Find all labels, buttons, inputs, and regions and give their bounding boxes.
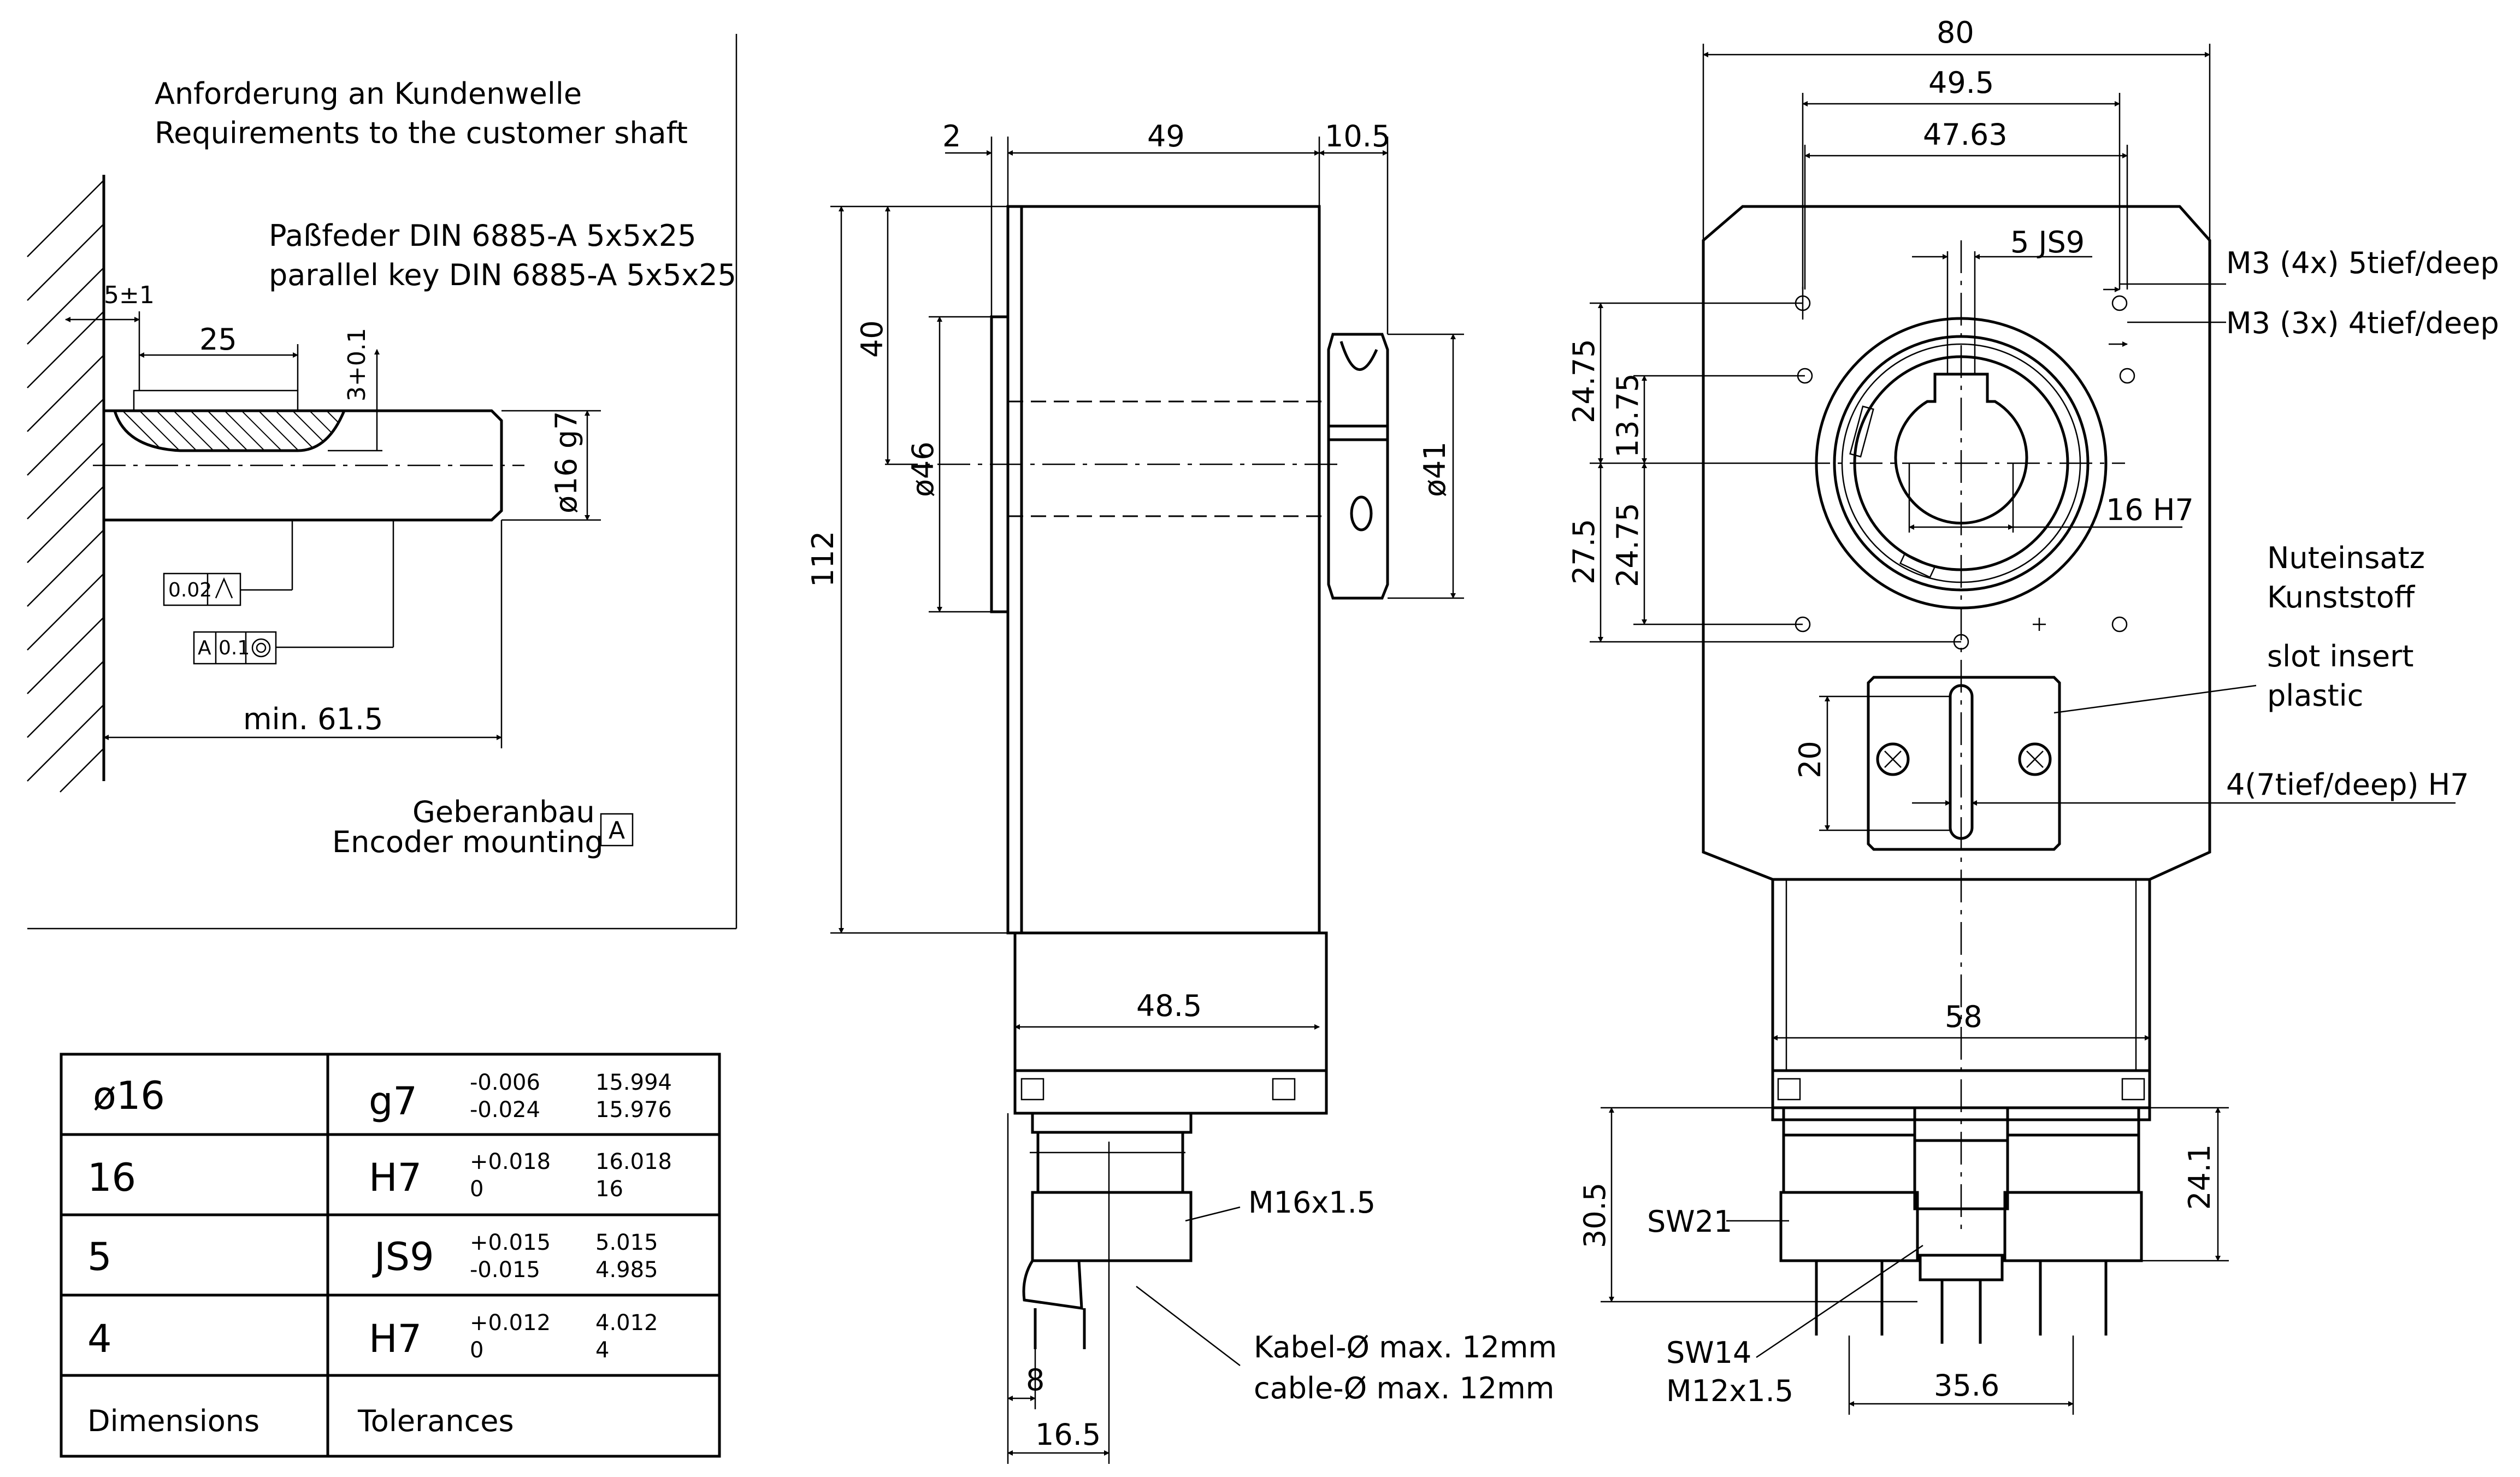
dim-24-1: 24.1 [2182,1144,2217,1210]
row-lim-upper: 16.018 [595,1149,672,1174]
customer-shaft [93,389,524,522]
concentricity-tolerance-frame: A 0.1 [193,520,394,665]
dim-16h7: 16 H7 [2106,493,2194,527]
m12-label: M12x1.5 [1666,1374,1793,1408]
cable-label-de: Kabel-Ø max. 12mm [1254,1330,1557,1364]
slot-h7-label: 4(7tief/deep) H7 [2226,767,2469,802]
shaft-title-de: Anforderung an Kundenwelle [155,76,582,111]
cable-label-en: cable-Ø max. 12mm [1254,1371,1554,1405]
dim-80: 80 [1937,15,1974,50]
table-footer-tolerances: Tolerances [357,1404,514,1438]
insert-label-de-1: Nuteinsatz [2267,541,2425,575]
side-view: 2 49 10.5 112 40 ø46 ø41 48.5 M16x1.5 Ka… [806,119,1557,1464]
row-lim-lower: 4 [595,1338,609,1363]
row-fit: g7 [369,1079,417,1124]
dim-2: 2 [942,119,961,153]
table-row: 16 H7 +0.018 0 16.018 16 [87,1149,672,1202]
dim-5js9: 5 JS9 [2010,225,2085,259]
dim-5: 5±1 [104,281,155,309]
concentricity-ref: A [198,637,211,659]
row-fit: H7 [369,1316,422,1361]
shaft-requirements-panel: Anforderung an Kundenwelle Requirements … [27,34,737,930]
mounting-hole [2119,368,2135,384]
cable-gland-right [2003,1106,2143,1336]
row-dev-upper: +0.015 [470,1230,551,1255]
slot-insert [1867,676,2061,851]
dim-24-75a: 24.75 [1567,339,1601,423]
dim-40: 40 [855,320,889,358]
mount-label-de: Geberanbau [412,795,595,829]
m3-3x-label: M3 (3x) 4tief/deep [2226,306,2499,340]
row-dev-upper: -0.006 [470,1070,540,1095]
mounting-hole [2111,616,2128,633]
dim-min: min. 61.5 [243,702,383,736]
dim-48-5: 48.5 [1136,989,1202,1023]
key-label-en: parallel key DIN 6885-A 5x5x25 [269,258,736,292]
insert-label-en-2: plastic [2267,678,2363,713]
label-m16: M16x1.5 [1248,1185,1376,1220]
row-dev-lower: -0.015 [470,1257,540,1283]
dim-20: 20 [1793,741,1827,778]
dim-30-5: 30.5 [1578,1183,1612,1248]
dim-8: 8 [1026,1363,1044,1397]
table-footer-dimensions: Dimensions [87,1404,259,1438]
row-lim-lower: 16 [595,1177,623,1202]
dim-47-63: 47.63 [1923,117,2008,152]
row-fit: H7 [369,1155,422,1200]
dim-10-5: 10.5 [1325,119,1390,153]
insert-label-en-1: slot insert [2267,639,2413,673]
row-dev-lower: -0.024 [470,1097,540,1122]
front-view: 80 49.5 47.63 5 JS9 M3 (4x) 5tief/deep M… [1567,15,2499,1415]
row-lim-lower: 4.985 [595,1257,658,1283]
dim-112: 112 [806,531,840,587]
row-fit: JS9 [372,1234,434,1279]
tolerance-table: ø16 g7 -0.006 -0.024 15.994 15.976 16 H7… [60,1053,721,1458]
dim-3: 3+0.1 [343,328,371,401]
dim-49-5: 49.5 [1928,66,1994,100]
mount-label-en: Encoder mounting [332,825,604,859]
dim-35-6: 35.6 [1934,1368,1999,1403]
row-lim-upper: 4.012 [595,1310,658,1336]
cable-gland [1022,1112,1193,1349]
shaft-title-en: Requirements to the customer shaft [155,116,688,150]
mounting-hole [2111,295,2128,311]
table-row: 5 JS9 +0.015 -0.015 5.015 4.985 [87,1230,658,1283]
table-row: 4 H7 +0.012 0 4.012 4 [87,1310,658,1363]
dim-16-5: 16.5 [1035,1417,1101,1452]
customer-wall [27,175,105,793]
row-dev-lower: 0 [470,1177,483,1202]
dim-27-5: 27.5 [1567,519,1601,584]
row-lim-upper: 5.015 [595,1230,658,1255]
runout-tolerance-frame: 0.02 [163,520,293,606]
row-lim-upper: 15.994 [595,1070,672,1095]
dim-d16: ø16 g7 [549,411,583,513]
row-dimension: 4 [87,1316,112,1361]
dim-58: 58 [1945,1000,1982,1034]
runout-value: 0.02 [168,579,212,601]
row-dimension: 16 [87,1155,136,1200]
sw21-label: SW21 [1647,1204,1732,1239]
dim-24-75b: 24.75 [1610,503,1645,587]
m3-4x-label: M3 (4x) 5tief/deep [2226,246,2499,280]
dim-49: 49 [1147,119,1185,153]
row-lim-lower: 15.976 [595,1097,672,1122]
sw14-label: SW14 [1666,1336,1751,1370]
concentricity-value: 0.1 [219,637,250,659]
mount-ref: A [609,817,625,844]
dim-d41: ø41 [1418,441,1452,497]
key-label-de: Paßfeder DIN 6885-A 5x5x25 [269,218,697,253]
row-dev-lower: 0 [470,1338,483,1363]
row-dimension: ø16 [93,1073,165,1118]
row-dimension: 5 [87,1234,112,1279]
dim-25: 25 [199,322,237,357]
dim-13-75: 13.75 [1610,373,1645,458]
table-row: ø16 g7 -0.006 -0.024 15.994 15.976 [93,1070,672,1124]
row-dev-upper: +0.012 [470,1310,551,1336]
row-dev-upper: +0.018 [470,1149,551,1174]
insert-label-de-2: Kunststoff [2267,580,2416,615]
dim-d46: ø46 [906,441,940,497]
clamp-ring [1327,333,1389,600]
